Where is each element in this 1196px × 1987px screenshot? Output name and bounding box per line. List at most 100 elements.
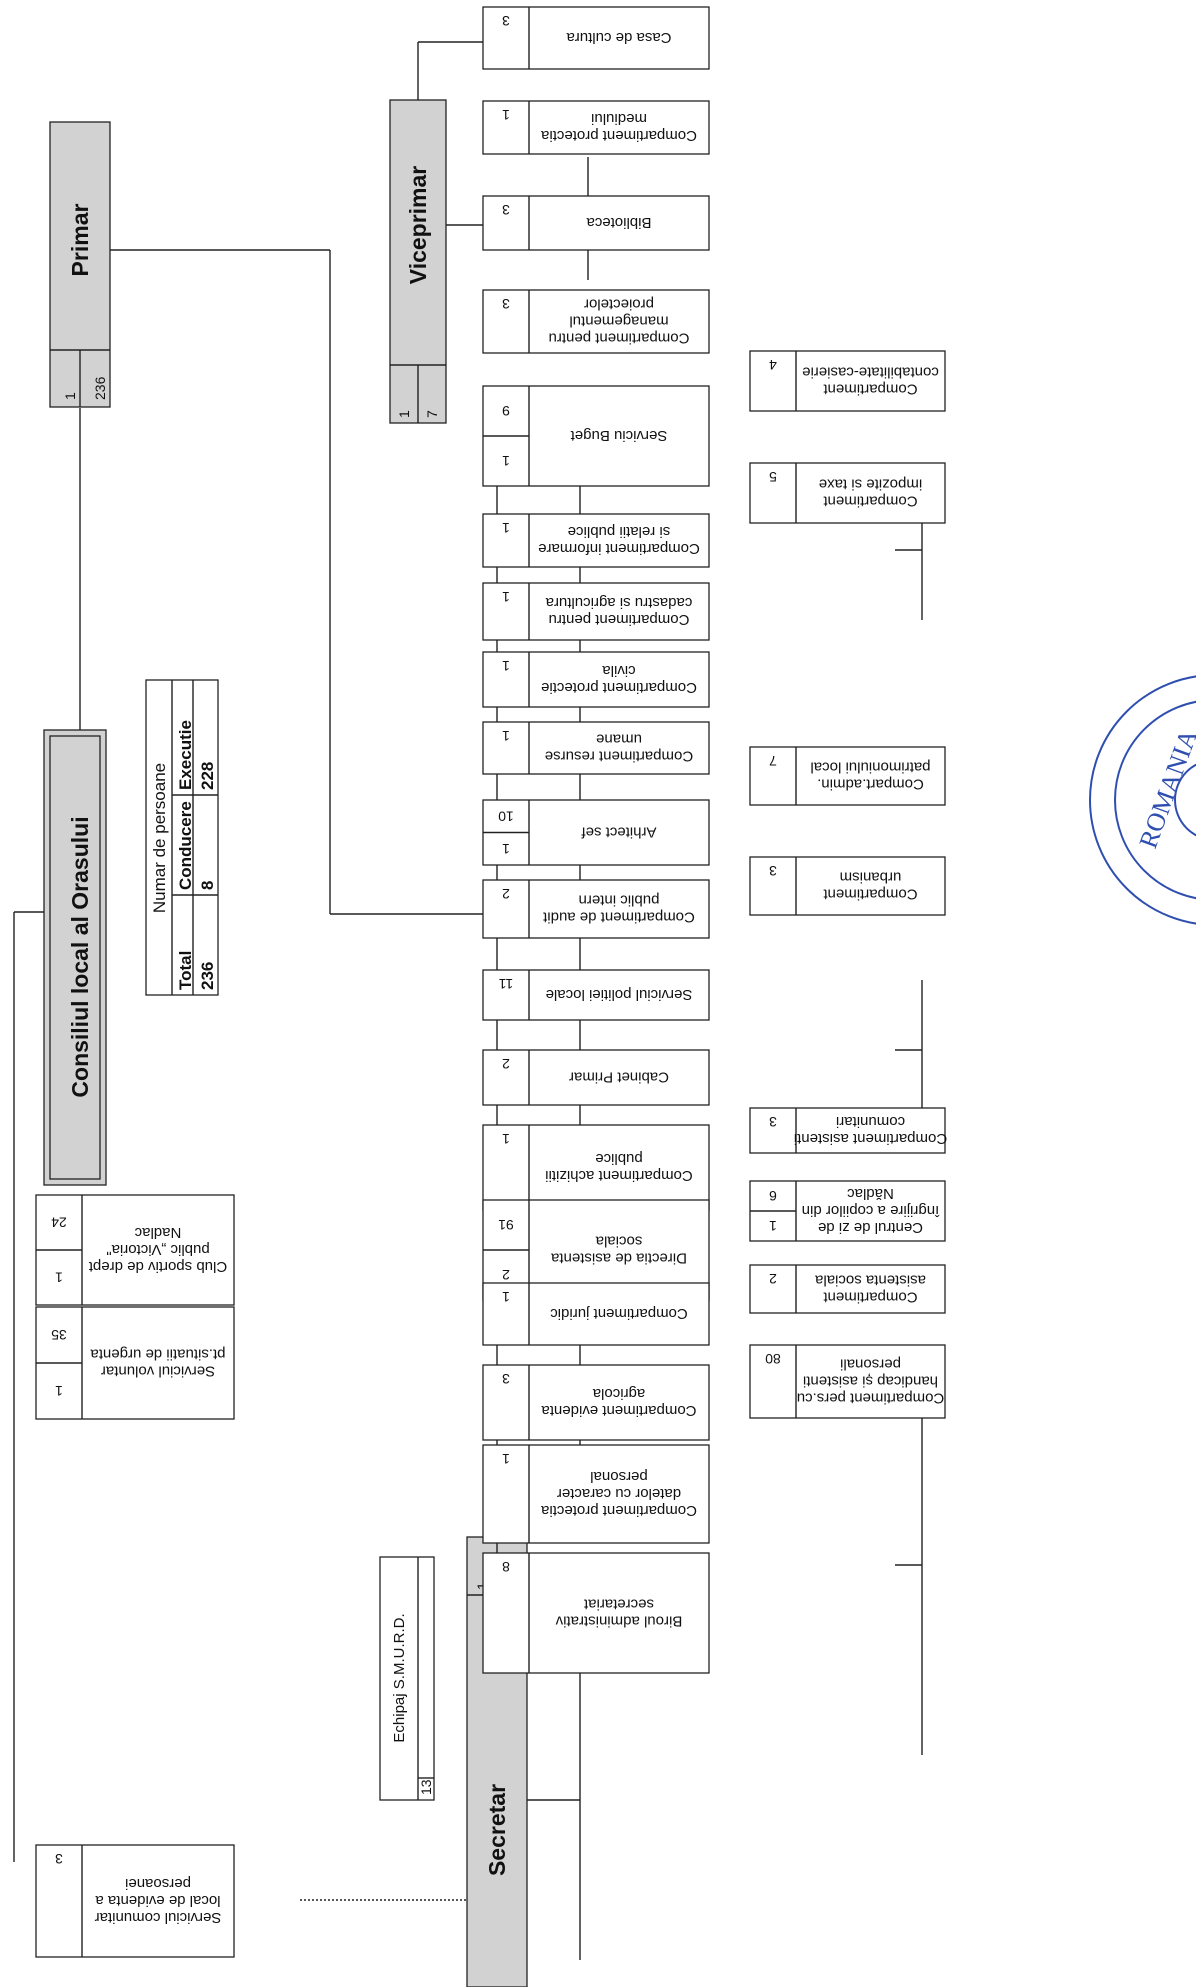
unit-label: Compartiment protectia [540, 127, 697, 144]
unit-box [482, 1552, 710, 1674]
unit-label: si relatii publice [568, 523, 671, 540]
staff-col-conducere: Conducere [176, 801, 195, 890]
unit-box [482, 195, 710, 251]
unit-count: 2 [502, 1056, 510, 1072]
unit-label: Biblioteca [586, 214, 652, 231]
unit-count: 1 [502, 1451, 510, 1467]
unit-box [482, 969, 710, 1021]
unit-box [482, 1282, 710, 1346]
unit-count: 2 [502, 886, 510, 902]
unit-count: 1 [502, 589, 510, 605]
unit-count: 4 [769, 357, 777, 373]
unit-count-executie: 24 [51, 1215, 67, 1231]
unit-box [749, 1107, 946, 1154]
unit-label: Compartiment protectie [541, 679, 697, 696]
unit-label: urbanism [840, 869, 902, 886]
unit-count-conducere: 2 [502, 1267, 510, 1283]
secretar-label: Secretar [484, 1784, 510, 1876]
unit-label: Compartiment [823, 381, 918, 398]
unit-label: Compartiment pers.cu [797, 1390, 945, 1407]
viceprimar-conducere: 1 [396, 410, 412, 418]
unit-label: personal [590, 1468, 648, 1485]
smurd-count: 13 [418, 1779, 434, 1795]
staff-val-executie: 228 [198, 762, 217, 790]
unit-label: cadastru si agricultura [545, 594, 692, 611]
unit-box [482, 1364, 710, 1441]
unit-label: umane [596, 731, 642, 748]
unit-label: personali [840, 1356, 901, 1373]
unit-count: 3 [502, 202, 510, 218]
seal-stamp: ROMANIA [1089, 675, 1196, 925]
unit-box [749, 746, 946, 806]
unit-label: îngrijire a copiilor din [802, 1202, 941, 1219]
unit-label: datelor cu caracter [557, 1485, 681, 1502]
unit-count-executie: 6 [769, 1188, 777, 1204]
unit-count: 5 [769, 469, 777, 485]
staff-col-total: Total [176, 951, 195, 990]
unit-box [482, 100, 710, 155]
unit-count: 3 [502, 13, 510, 29]
unit-label: Nădlac [847, 1185, 894, 1202]
unit-label: handicap și asistenti [803, 1373, 938, 1390]
unit-count: 80 [765, 1351, 781, 1367]
unit-box [482, 721, 710, 775]
unit-count: 1 [502, 520, 510, 536]
unit-label: secretariat [583, 1596, 654, 1613]
unit-label: Club sportiv de drept [88, 1258, 227, 1275]
unit-box [482, 513, 710, 568]
unit-count: 8 [502, 1559, 510, 1575]
unit-box [482, 879, 710, 939]
unit-label: public intern [579, 892, 660, 909]
unit-label: Cabinet Primar [569, 1069, 669, 1086]
unit-label: publice [595, 1150, 643, 1167]
council-title-box: Consiliul local al Orasului [43, 729, 107, 1186]
unit-box [482, 1444, 710, 1544]
primar-executie: 236 [92, 376, 108, 400]
unit-label: Serviciu Buget [570, 427, 668, 444]
unit-label: Compartiment resurse [545, 748, 693, 765]
unit-label: proiectelor [584, 296, 654, 313]
unit-count: 7 [769, 753, 777, 769]
unit-count: 3 [502, 296, 510, 312]
unit-count: 3 [502, 1371, 510, 1387]
unit-box [749, 1264, 946, 1314]
unit-label: asistenta sociala [814, 1272, 926, 1289]
unit-label: Biroul administrativ [555, 1613, 682, 1630]
staff-val-conducere: 8 [198, 881, 217, 890]
unit-count: 3 [769, 1114, 777, 1130]
unit-box [482, 582, 710, 641]
unit-box [749, 350, 946, 412]
unit-label: Compartiment juridic [550, 1305, 688, 1322]
unit-label: patrimoniului local [810, 759, 930, 776]
unit-count-conducere: 1 [55, 1270, 63, 1286]
unit-label: Serviciul comunitar [95, 1909, 222, 1926]
unit-label: mediului [591, 110, 647, 127]
unit-label: Compartiment [823, 886, 918, 903]
unit-label: Compartiment de audit [542, 909, 695, 926]
unit-label: Compartiment [823, 1289, 918, 1306]
unit-count: 1 [502, 1131, 510, 1147]
unit-label: local de evidenta a [95, 1892, 221, 1909]
unit-box [482, 289, 710, 354]
unit-label: Compartiment pentru [549, 611, 690, 628]
unit-label: Compartiment pentru [549, 330, 690, 347]
unit-label: Compartiment [823, 493, 918, 510]
unit-label: pt.situatii de urgenta [90, 1346, 226, 1363]
